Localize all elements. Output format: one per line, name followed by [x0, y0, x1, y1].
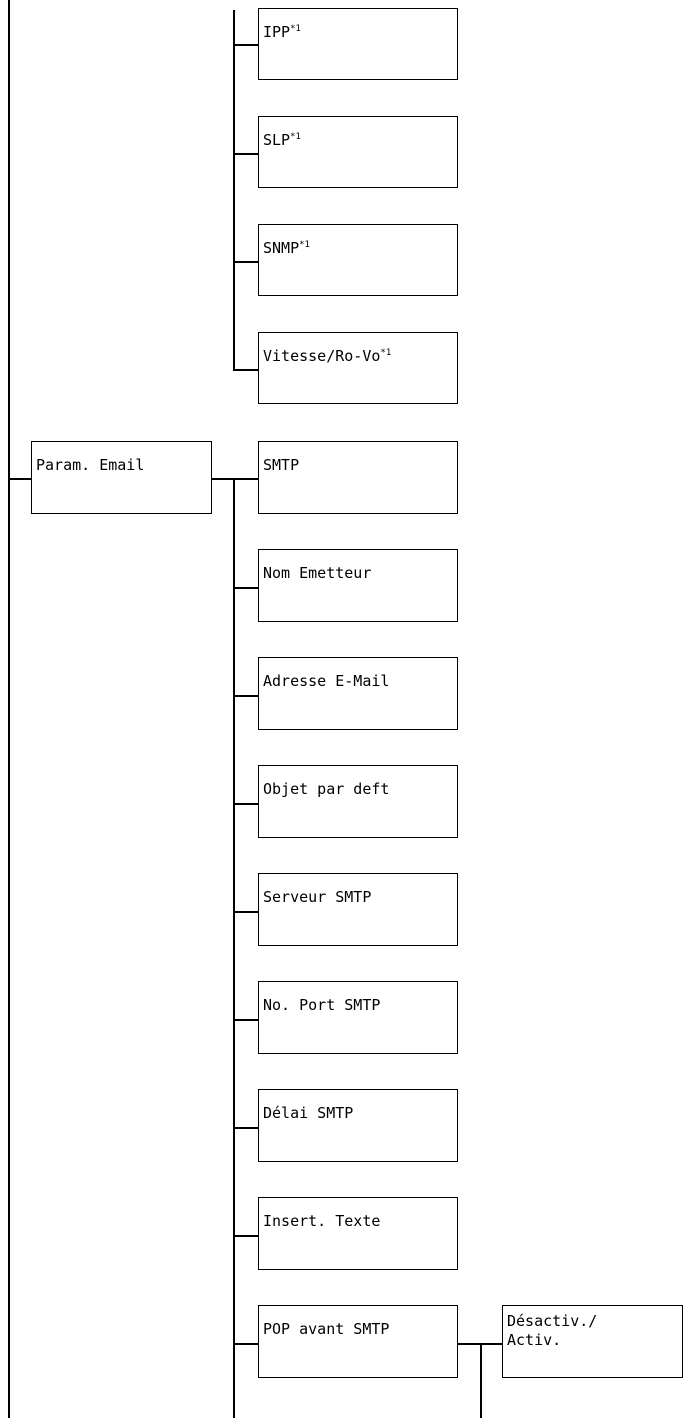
menu-item-smtp[interactable]: SMTP [258, 441, 458, 514]
connector-objet [233, 803, 258, 805]
menu-item-snmp[interactable]: SNMP*1 [258, 224, 458, 296]
footnote-mark: *1 [299, 240, 310, 250]
connector-insert [233, 1235, 258, 1237]
option-desactiv-activ[interactable]: Désactiv./ Activ. [502, 1305, 683, 1378]
connector-pop [233, 1343, 258, 1345]
menu-item-port-smtp[interactable]: No. Port SMTP [258, 981, 458, 1054]
menu-item-label: Adresse E-Mail [263, 672, 390, 690]
menu-item-delai-smtp[interactable]: Délai SMTP [258, 1089, 458, 1162]
menu-item-label: Délai SMTP [263, 1104, 354, 1122]
footnote-mark: *1 [380, 348, 392, 358]
connector-delai [233, 1127, 258, 1129]
connector-snmp [233, 261, 258, 263]
pop-option-vertical-line [480, 1343, 482, 1418]
email-vertical-line [233, 478, 235, 1418]
menu-item-pop-avant-smtp[interactable]: POP avant SMTP [258, 1305, 458, 1378]
connector-email-to-smtp [211, 478, 258, 480]
option-line-1: Désactiv./ [507, 1312, 598, 1330]
menu-item-label: SNMP [263, 239, 300, 257]
menu-item-nom-emetteur[interactable]: Nom Emetteur [258, 549, 458, 622]
menu-item-label: Vitesse/Ro-Vo [263, 347, 381, 365]
menu-item-adresse-email[interactable]: Adresse E-Mail [258, 657, 458, 730]
menu-item-label: POP avant SMTP [263, 1320, 390, 1338]
menu-item-label: SMTP [263, 456, 300, 474]
footnote-mark: *1 [290, 132, 301, 142]
connector-nom-emetteur [233, 587, 258, 589]
menu-item-serveur-smtp[interactable]: Serveur SMTP [258, 873, 458, 946]
connector-param-email [8, 478, 31, 480]
menu-item-objet-par-deft[interactable]: Objet par deft [258, 765, 458, 838]
menu-item-slp[interactable]: SLP*1 [258, 116, 458, 188]
connector-port [233, 1019, 258, 1021]
connector-vitesse [233, 369, 258, 371]
connector-ipp [233, 44, 258, 46]
menu-item-ipp[interactable]: IPP*1 [258, 8, 458, 80]
connector-adresse [233, 695, 258, 697]
connector-serveur [233, 911, 258, 913]
menu-item-insert-texte[interactable]: Insert. Texte [258, 1197, 458, 1270]
connector-pop-option [456, 1343, 502, 1345]
footnote-mark: *1 [290, 24, 301, 34]
network-vertical-line [233, 10, 235, 370]
menu-item-label: IPP [263, 23, 291, 41]
connector-slp [233, 153, 258, 155]
menu-item-label: Serveur SMTP [263, 888, 372, 906]
menu-item-label: Insert. Texte [263, 1212, 381, 1230]
menu-item-vitesse[interactable]: Vitesse/Ro-Vo*1 [258, 332, 458, 404]
menu-item-label: Nom Emetteur [263, 564, 372, 582]
menu-item-label: SLP [263, 131, 291, 149]
menu-item-label: Objet par deft [263, 780, 390, 798]
menu-item-label: Param. Email [36, 456, 145, 474]
option-line-2: Activ. [507, 1331, 562, 1349]
menu-item-param-email[interactable]: Param. Email [31, 441, 212, 514]
menu-item-label: No. Port SMTP [263, 996, 381, 1014]
main-vertical-line [8, 0, 10, 1418]
